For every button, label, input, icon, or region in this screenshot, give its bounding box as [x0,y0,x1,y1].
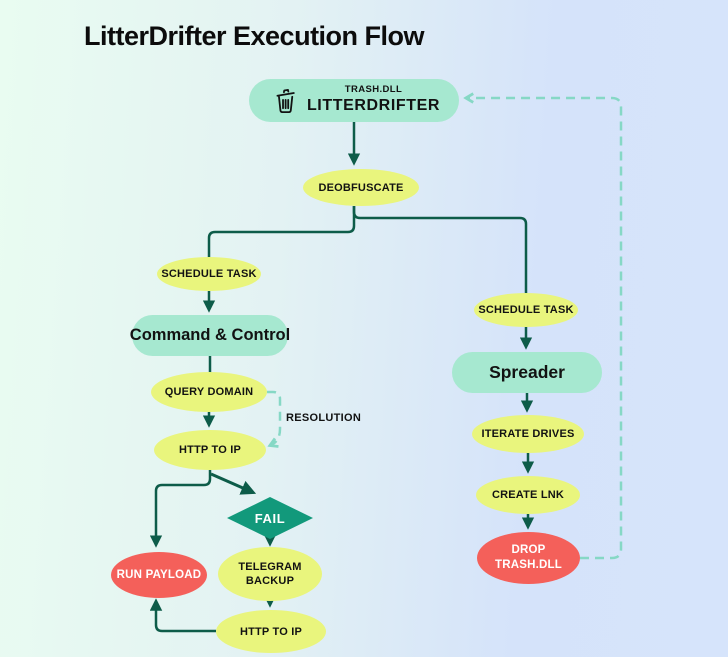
edge-httptoip-runpayload [149,470,212,548]
node-drop-trash-dll-line1: DROP [511,544,546,557]
node-deobfuscate-label: DEOBFUSCATE [318,181,404,194]
node-http-to-ip-2: HTTP TO IP [216,610,326,653]
node-telegram-backup: TELEGRAM BACKUP [218,547,322,601]
edge-resolution-dashed [267,390,282,445]
edge-droptrash-litterdrifter-dashed [467,98,623,560]
node-telegram-backup-line1: TELEGRAM [238,560,302,573]
node-http-to-ip-2-label: HTTP TO IP [239,625,303,638]
edge-branch-right [352,206,528,294]
node-create-lnk-label: CREATE LNK [491,489,565,501]
node-schedule-task-right-label: SCHEDULE TASK [478,304,574,316]
node-litterdrifter-sublabel: TRASH.DLL [344,83,403,95]
trash-icon [272,86,299,116]
node-spreader-label: Spreader [489,362,565,382]
node-http-to-ip-1-label: HTTP TO IP [178,444,242,456]
node-create-lnk: CREATE LNK [476,476,580,514]
edge-httptoip-fail [210,472,257,495]
resolution-label: RESOLUTION [286,412,362,424]
node-litterdrifter-label: LITTERDRIFTER [306,97,441,115]
node-iterate-drives: ITERATE DRIVES [472,415,584,453]
node-schedule-task-left-label: SCHEDULE TASK [161,268,257,280]
node-query-domain-label: QUERY DOMAIN [164,386,254,398]
edge-httptoip2-runpayload [149,598,216,633]
node-command-control: Command & Control [129,315,291,356]
node-iterate-drives-label: ITERATE DRIVES [481,428,575,440]
node-fail-label: FAIL [254,510,286,526]
node-drop-trash-dll: DROP TRASH.DLL [477,532,580,584]
node-deobfuscate: DEOBFUSCATE [303,169,419,206]
node-telegram-backup-line2: BACKUP [245,575,295,587]
edge-branch-left [207,206,356,258]
page-title: LitterDrifter Execution Flow [84,21,425,51]
node-query-domain: QUERY DOMAIN [151,372,267,412]
node-schedule-task-left: SCHEDULE TASK [157,257,261,291]
node-run-payload: RUN PAYLOAD [111,552,207,598]
node-spreader: Spreader [452,352,602,393]
node-schedule-task-right: SCHEDULE TASK [474,293,578,327]
node-drop-trash-dll-line2: TRASH.DLL [495,559,562,571]
node-http-to-ip-1: HTTP TO IP [154,430,266,470]
node-litterdrifter: TRASH.DLL LITTERDRIFTER [249,79,459,122]
node-run-payload-label: RUN PAYLOAD [116,569,202,581]
node-command-control-label: Command & Control [129,326,291,344]
